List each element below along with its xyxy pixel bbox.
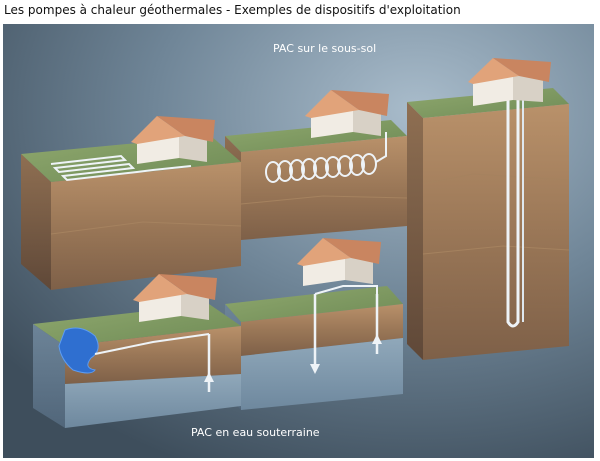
figure-title: Les pompes à chaleur géothermales - Exem… bbox=[4, 3, 461, 17]
label-top: PAC sur le sous-sol bbox=[273, 42, 376, 55]
block-slinky-coil bbox=[225, 120, 408, 240]
block-surface-water bbox=[33, 304, 241, 428]
block-horizontal-collector bbox=[21, 136, 242, 290]
house-vertical-probe bbox=[468, 58, 551, 106]
house-horizontal-collector bbox=[131, 116, 215, 164]
house-surface-water bbox=[133, 274, 217, 322]
block-vertical-probe bbox=[407, 88, 570, 360]
house-doublet bbox=[297, 238, 381, 286]
house-slinky bbox=[305, 90, 389, 138]
diagram-scene: PAC sur le sous-sol PAC en eau souterrai… bbox=[3, 24, 594, 458]
block-doublet-wells bbox=[225, 285, 403, 410]
label-bottom: PAC en eau souterraine bbox=[191, 426, 320, 439]
